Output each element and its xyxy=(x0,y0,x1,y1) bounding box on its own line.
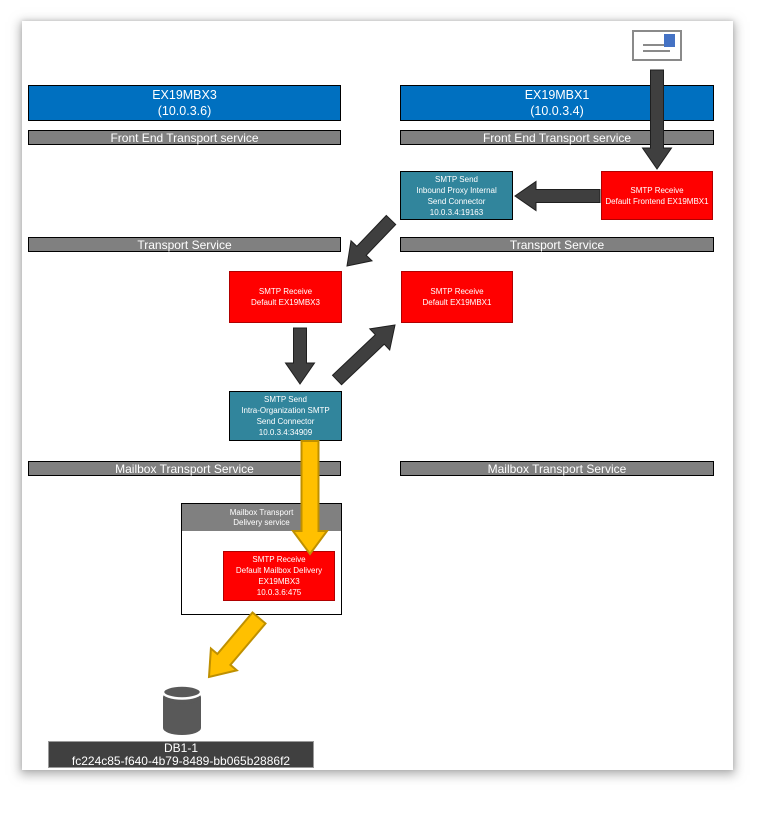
box-line: Send Connector xyxy=(427,196,486,206)
mailbox-delivery-header: Mailbox Transport Delivery service xyxy=(182,504,341,531)
smtp-send-inbound-proxy-box: SMTP Send Inbound Proxy Internal Send Co… xyxy=(400,171,513,220)
box-line: Send Connector xyxy=(256,417,315,426)
smtp-receive-default-mbx1-box: SMTP Receive Default EX19MBX1 xyxy=(401,271,513,323)
server-header-ex19mbx1: EX19MBX1 (10.0.3.4) xyxy=(400,85,714,121)
box-line: Default EX19MBX1 xyxy=(422,298,492,307)
email-icon-line xyxy=(643,50,670,52)
box-line: SMTP Receive xyxy=(630,185,684,195)
server-name: EX19MBX3 xyxy=(152,88,217,102)
box-line: SMTP Send xyxy=(264,395,307,404)
database-cylinder-icon xyxy=(161,684,203,735)
database-name: DB1-1 xyxy=(163,740,198,755)
server-header-ex19mbx3: EX19MBX3 (10.0.3.6) xyxy=(28,85,341,121)
box-line: Delivery service xyxy=(233,517,290,527)
box-line: Mailbox Transport xyxy=(229,507,294,517)
box-line: Default Frontend EX19MBX1 xyxy=(605,196,709,206)
box-line: 10.0.3.6:475 xyxy=(256,588,302,597)
mailbox-transport-bar-mbx1: Mailbox Transport Service xyxy=(400,461,714,476)
smtp-receive-mailbox-delivery-box: SMTP Receive Default Mailbox Delivery EX… xyxy=(223,551,335,601)
mailbox-transport-bar-mbx3: Mailbox Transport Service xyxy=(28,461,341,476)
email-icon-line xyxy=(643,44,670,46)
smtp-receive-default-mbx3-box: SMTP Receive Default EX19MBX3 xyxy=(229,271,342,323)
frontend-transport-bar-mbx1: Front End Transport service xyxy=(400,130,714,145)
box-line: Default Mailbox Delivery xyxy=(235,566,323,575)
mailbox-delivery-container: Mailbox Transport Delivery service SMTP … xyxy=(181,503,342,615)
box-line: SMTP Receive xyxy=(430,287,484,296)
database-label: DB1-1 fc224c85-f640-4b79-8489-bb065b2886… xyxy=(48,741,314,768)
box-line: SMTP Receive xyxy=(258,287,313,296)
box-line: Intra-Organization SMTP xyxy=(241,406,330,415)
box-line: 10.0.3.4:19163 xyxy=(429,207,484,217)
frontend-transport-bar-mbx3: Front End Transport service xyxy=(28,130,341,145)
box-line: 10.0.3.4:34909 xyxy=(258,428,313,437)
box-line: SMTP Send xyxy=(435,174,478,184)
email-message-icon xyxy=(632,30,682,61)
database-guid: fc224c85-f640-4b79-8489-bb065b2886f2 xyxy=(71,753,291,768)
server-ip: (10.0.3.4) xyxy=(530,104,584,118)
transport-service-bar-mbx3: Transport Service xyxy=(28,237,341,252)
smtp-receive-frontend-box: SMTP Receive Default Frontend EX19MBX1 xyxy=(601,171,713,220)
server-name: EX19MBX1 xyxy=(524,88,590,102)
server-ip: (10.0.3.6) xyxy=(157,104,212,118)
box-line: EX19MBX3 xyxy=(258,577,300,586)
smtp-send-intra-org-box: SMTP Send Intra-Organization SMTP Send C… xyxy=(229,391,342,441)
box-line: Default EX19MBX3 xyxy=(251,298,320,307)
email-icon-stamp xyxy=(664,34,675,47)
transport-service-bar-mbx1: Transport Service xyxy=(400,237,714,252)
diagram-page: EX19MBX3 (10.0.3.6) EX19MBX1 (10.0.3.4) … xyxy=(22,21,733,770)
box-line: SMTP Receive xyxy=(252,555,306,564)
box-line: Inbound Proxy Internal xyxy=(416,185,497,195)
